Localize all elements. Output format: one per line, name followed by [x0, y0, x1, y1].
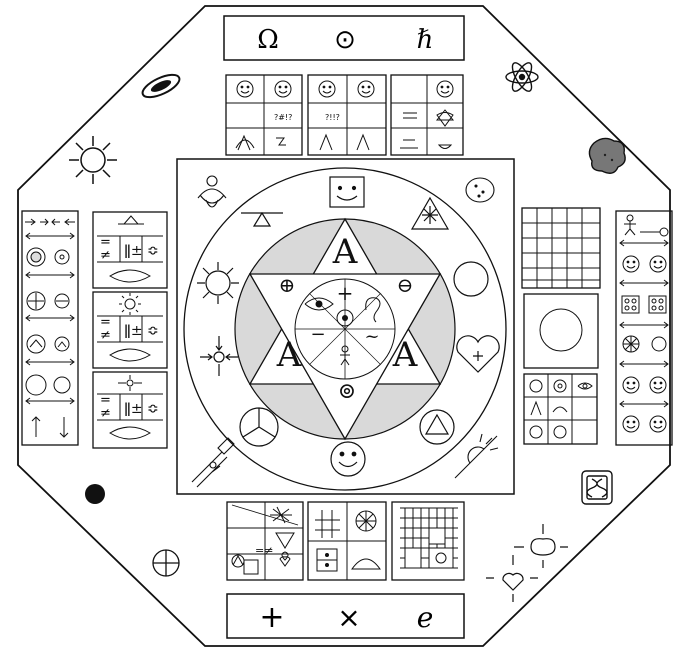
crosshair-circle-icon: [153, 550, 179, 576]
hexagram-top-letter: A: [332, 232, 358, 272]
circled-dot-symbol: ⊙: [334, 25, 356, 55]
times-symbol: ×: [337, 601, 360, 634]
hexagram-target: ⊚: [338, 379, 356, 404]
svg-text:ǁ±: ǁ±: [124, 401, 143, 417]
svg-text:=≠: =≠: [255, 544, 273, 557]
hbar-symbol: ℏ: [417, 25, 434, 55]
hexagram-tilde: ~: [364, 326, 379, 347]
hexagram-plus: +: [337, 281, 354, 305]
svg-text:?#!?: ?#!?: [274, 113, 292, 122]
svg-text:≎: ≎: [147, 243, 159, 259]
hexagram-minus: −: [310, 324, 325, 345]
question-bang-label: ?!!?: [325, 113, 340, 122]
hexagram-plus-circle: ⊕: [279, 273, 296, 297]
hexagram-right-letter: A: [392, 335, 418, 375]
bottom-banner: + × e: [227, 594, 464, 638]
hexagram-minus-circle: ⊖: [397, 273, 414, 297]
e-symbol: e: [417, 601, 434, 634]
hexagram-left-letter: A: [276, 335, 302, 375]
omega-symbol: Ω: [257, 25, 279, 55]
top-banner: Ω ⊙ ℏ: [224, 16, 464, 60]
svg-text:ǁ±: ǁ±: [124, 243, 143, 259]
svg-text:≎: ≎: [147, 401, 159, 417]
black-dot-icon: [85, 484, 105, 504]
plus-symbol: +: [259, 600, 284, 635]
svg-text:ǁ±: ǁ±: [124, 323, 143, 339]
svg-text:≎: ≎: [147, 323, 159, 339]
